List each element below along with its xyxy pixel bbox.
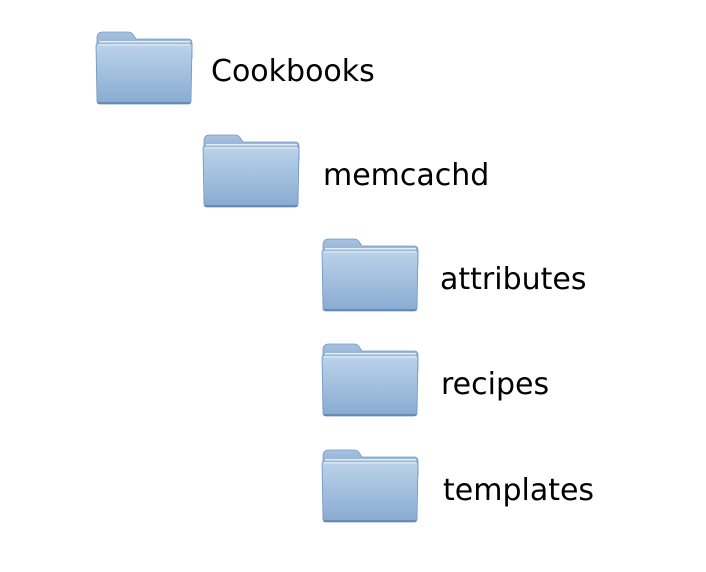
folder-label-attributes: attributes xyxy=(440,262,587,297)
folder-icon xyxy=(201,131,301,209)
folder-label-templates: templates xyxy=(443,473,595,508)
folder-icon xyxy=(320,340,420,418)
folder-label-memcachd: memcachd xyxy=(323,158,490,193)
folder-label-recipes: recipes xyxy=(441,367,550,402)
folder-label-cookbooks: Cookbooks xyxy=(211,54,375,89)
folder-icon xyxy=(320,446,420,524)
folder-icon xyxy=(320,235,420,313)
folder-icon xyxy=(94,28,194,106)
